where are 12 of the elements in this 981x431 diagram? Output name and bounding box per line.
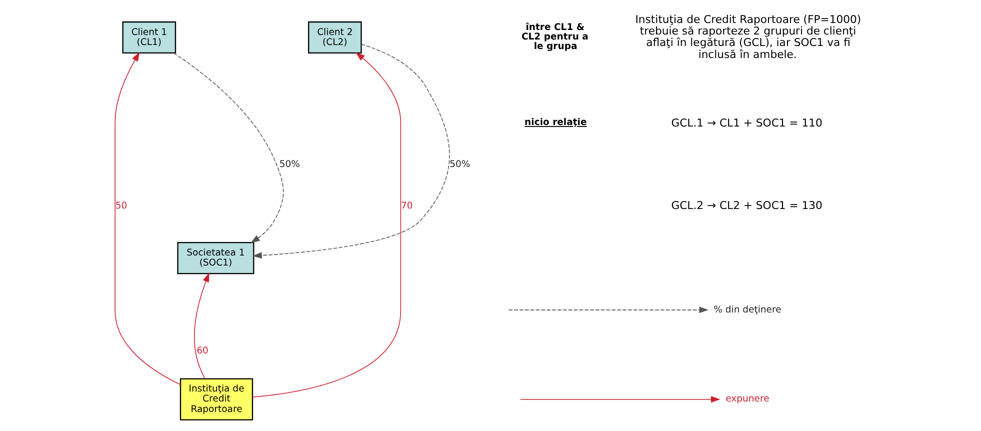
legend-label: expunere	[726, 394, 770, 405]
edge-label: 70	[401, 200, 413, 212]
label: GCL.1 → CL1 + SOC1 = 110	[671, 116, 822, 130]
edge-label: 50%	[279, 159, 300, 170]
label: Instituţia de Credit Raportoare (FP=1000) trebuie să raporteze 2 grupuri de clienţi aflaţi în legătură (GCL), iar SOC1 va fi inclusă în ambele.	[635, 12, 862, 61]
label: GCL.2 → CL2 + SOC1 = 130	[671, 199, 822, 212]
legend-label: % din deţinere	[714, 304, 782, 316]
edge-label: 50%	[450, 159, 470, 170]
label: nicio relaţie	[524, 117, 587, 128]
edge-label: 60	[196, 346, 208, 357]
label: între CL1 & CL2 pentru a le grupa	[521, 22, 588, 52]
edge-label: 50	[115, 200, 128, 212]
